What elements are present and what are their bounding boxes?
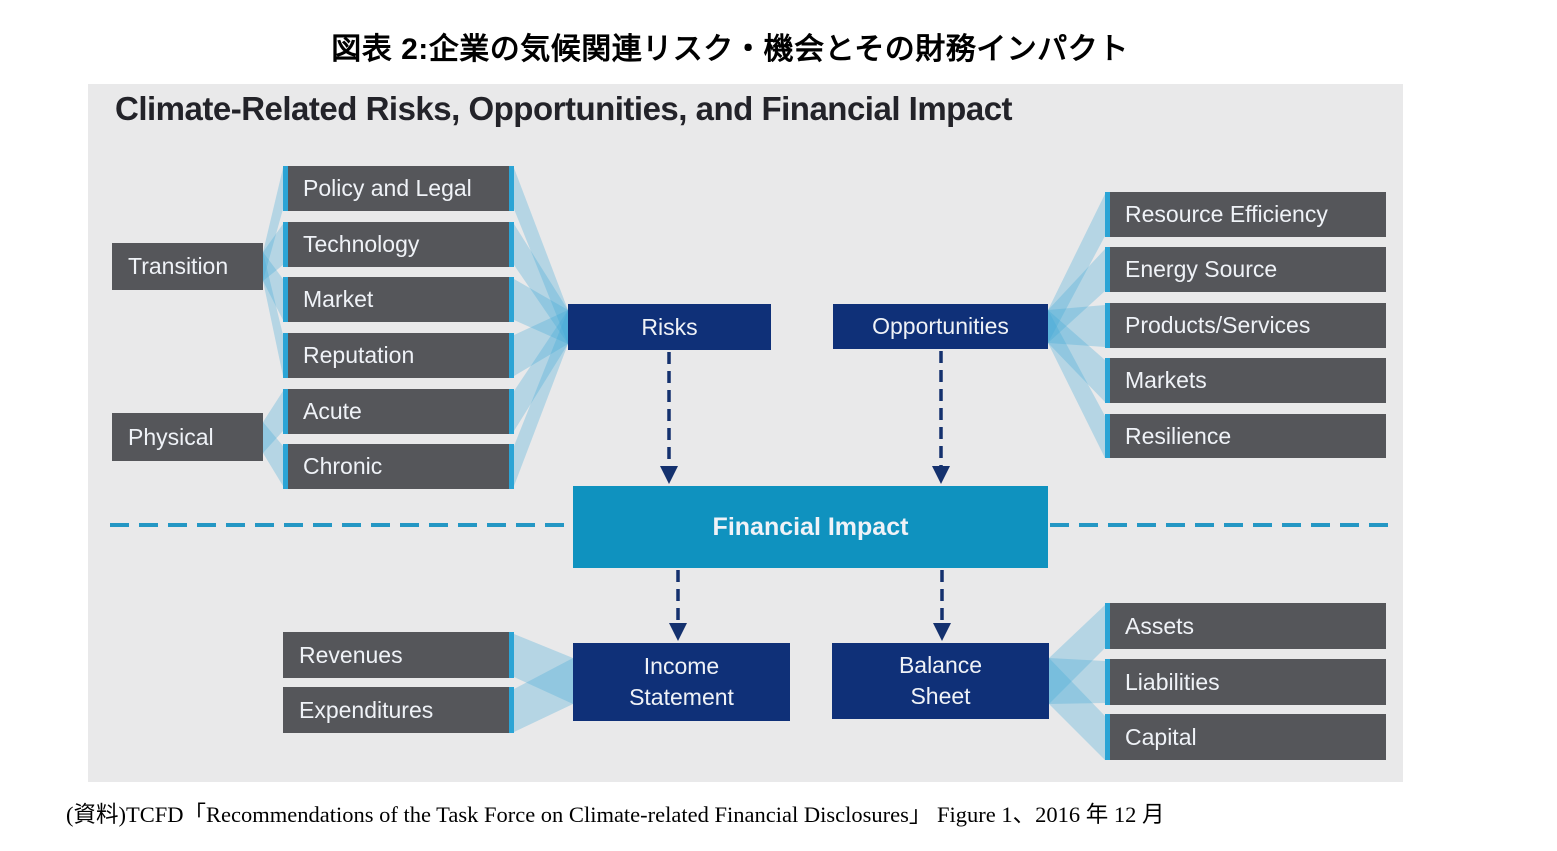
balance-item-liabilities: Liabilities <box>1105 659 1386 705</box>
balance-sheet-box: Balance Sheet <box>832 643 1049 719</box>
physical-group-box: Physical <box>112 413 263 461</box>
balance-item-label: Capital <box>1125 723 1197 750</box>
risks-box: Risks <box>568 304 771 350</box>
opportunity-item-markets: Markets <box>1105 358 1386 403</box>
risk-item-acute: Acute <box>283 389 514 434</box>
opportunity-item-resource-efficiency: Resource Efficiency <box>1105 192 1386 237</box>
risk-item-label: Reputation <box>303 342 415 368</box>
balance-sheet-label: Balance Sheet <box>898 651 983 709</box>
opportunity-item-products-services: Products/Services <box>1105 303 1386 348</box>
balance-item-label: Liabilities <box>1125 668 1220 695</box>
risk-item-label: Chronic <box>303 453 383 479</box>
financial-impact-box: Financial Impact <box>573 486 1048 568</box>
opportunity-item-label: Resilience <box>1125 422 1232 449</box>
opportunities-box: Opportunities <box>833 304 1048 349</box>
risk-item-label: Technology <box>303 231 420 257</box>
diagram-heading: Climate-Related Risks, Opportunities, an… <box>115 90 1013 127</box>
opportunity-item-label: Energy Source <box>1125 256 1278 282</box>
figure-title: 図表 2:企業の気候関連リスク・機会とその財務インパクト <box>331 33 1129 66</box>
income-item-revenues: Revenues <box>283 632 514 678</box>
risk-item-policy-and-legal: Policy and Legal <box>283 166 514 211</box>
opportunity-item-energy-source: Energy Source <box>1105 247 1386 292</box>
income-statement-box: Income Statement <box>573 643 790 721</box>
income-item-label: Expenditures <box>299 696 434 723</box>
risk-item-label: Market <box>303 286 374 312</box>
income-item-expenditures: Expenditures <box>283 687 514 733</box>
risk-item-chronic: Chronic <box>283 444 514 489</box>
opportunity-item-label: Resource Efficiency <box>1125 201 1328 227</box>
risk-item-technology: Technology <box>283 222 514 267</box>
risk-item-label: Acute <box>303 398 362 424</box>
balance-item-assets: Assets <box>1105 603 1386 649</box>
transition-group-box: Transition <box>112 243 263 290</box>
opportunity-item-label: Markets <box>1125 367 1207 393</box>
balance-item-capital: Capital <box>1105 714 1386 760</box>
source-caption: (資料)TCFD「Recommendations of the Task For… <box>66 802 1165 827</box>
financial-impact-label: Financial Impact <box>712 512 909 541</box>
transition-group-label: Transition <box>128 253 229 279</box>
risks-label: Risks <box>641 313 698 340</box>
risk-item-market: Market <box>283 277 514 322</box>
income-item-label: Revenues <box>299 641 403 668</box>
opportunity-item-label: Products/Services <box>1125 312 1311 338</box>
physical-group-label: Physical <box>128 423 214 450</box>
risk-item-reputation: Reputation <box>283 333 514 378</box>
opportunities-label: Opportunities <box>872 313 1009 339</box>
balance-item-label: Assets <box>1125 612 1195 639</box>
risk-item-label: Policy and Legal <box>303 175 472 201</box>
income-statement-label: Income Statement <box>629 652 734 710</box>
opportunity-item-resilience: Resilience <box>1105 414 1386 458</box>
